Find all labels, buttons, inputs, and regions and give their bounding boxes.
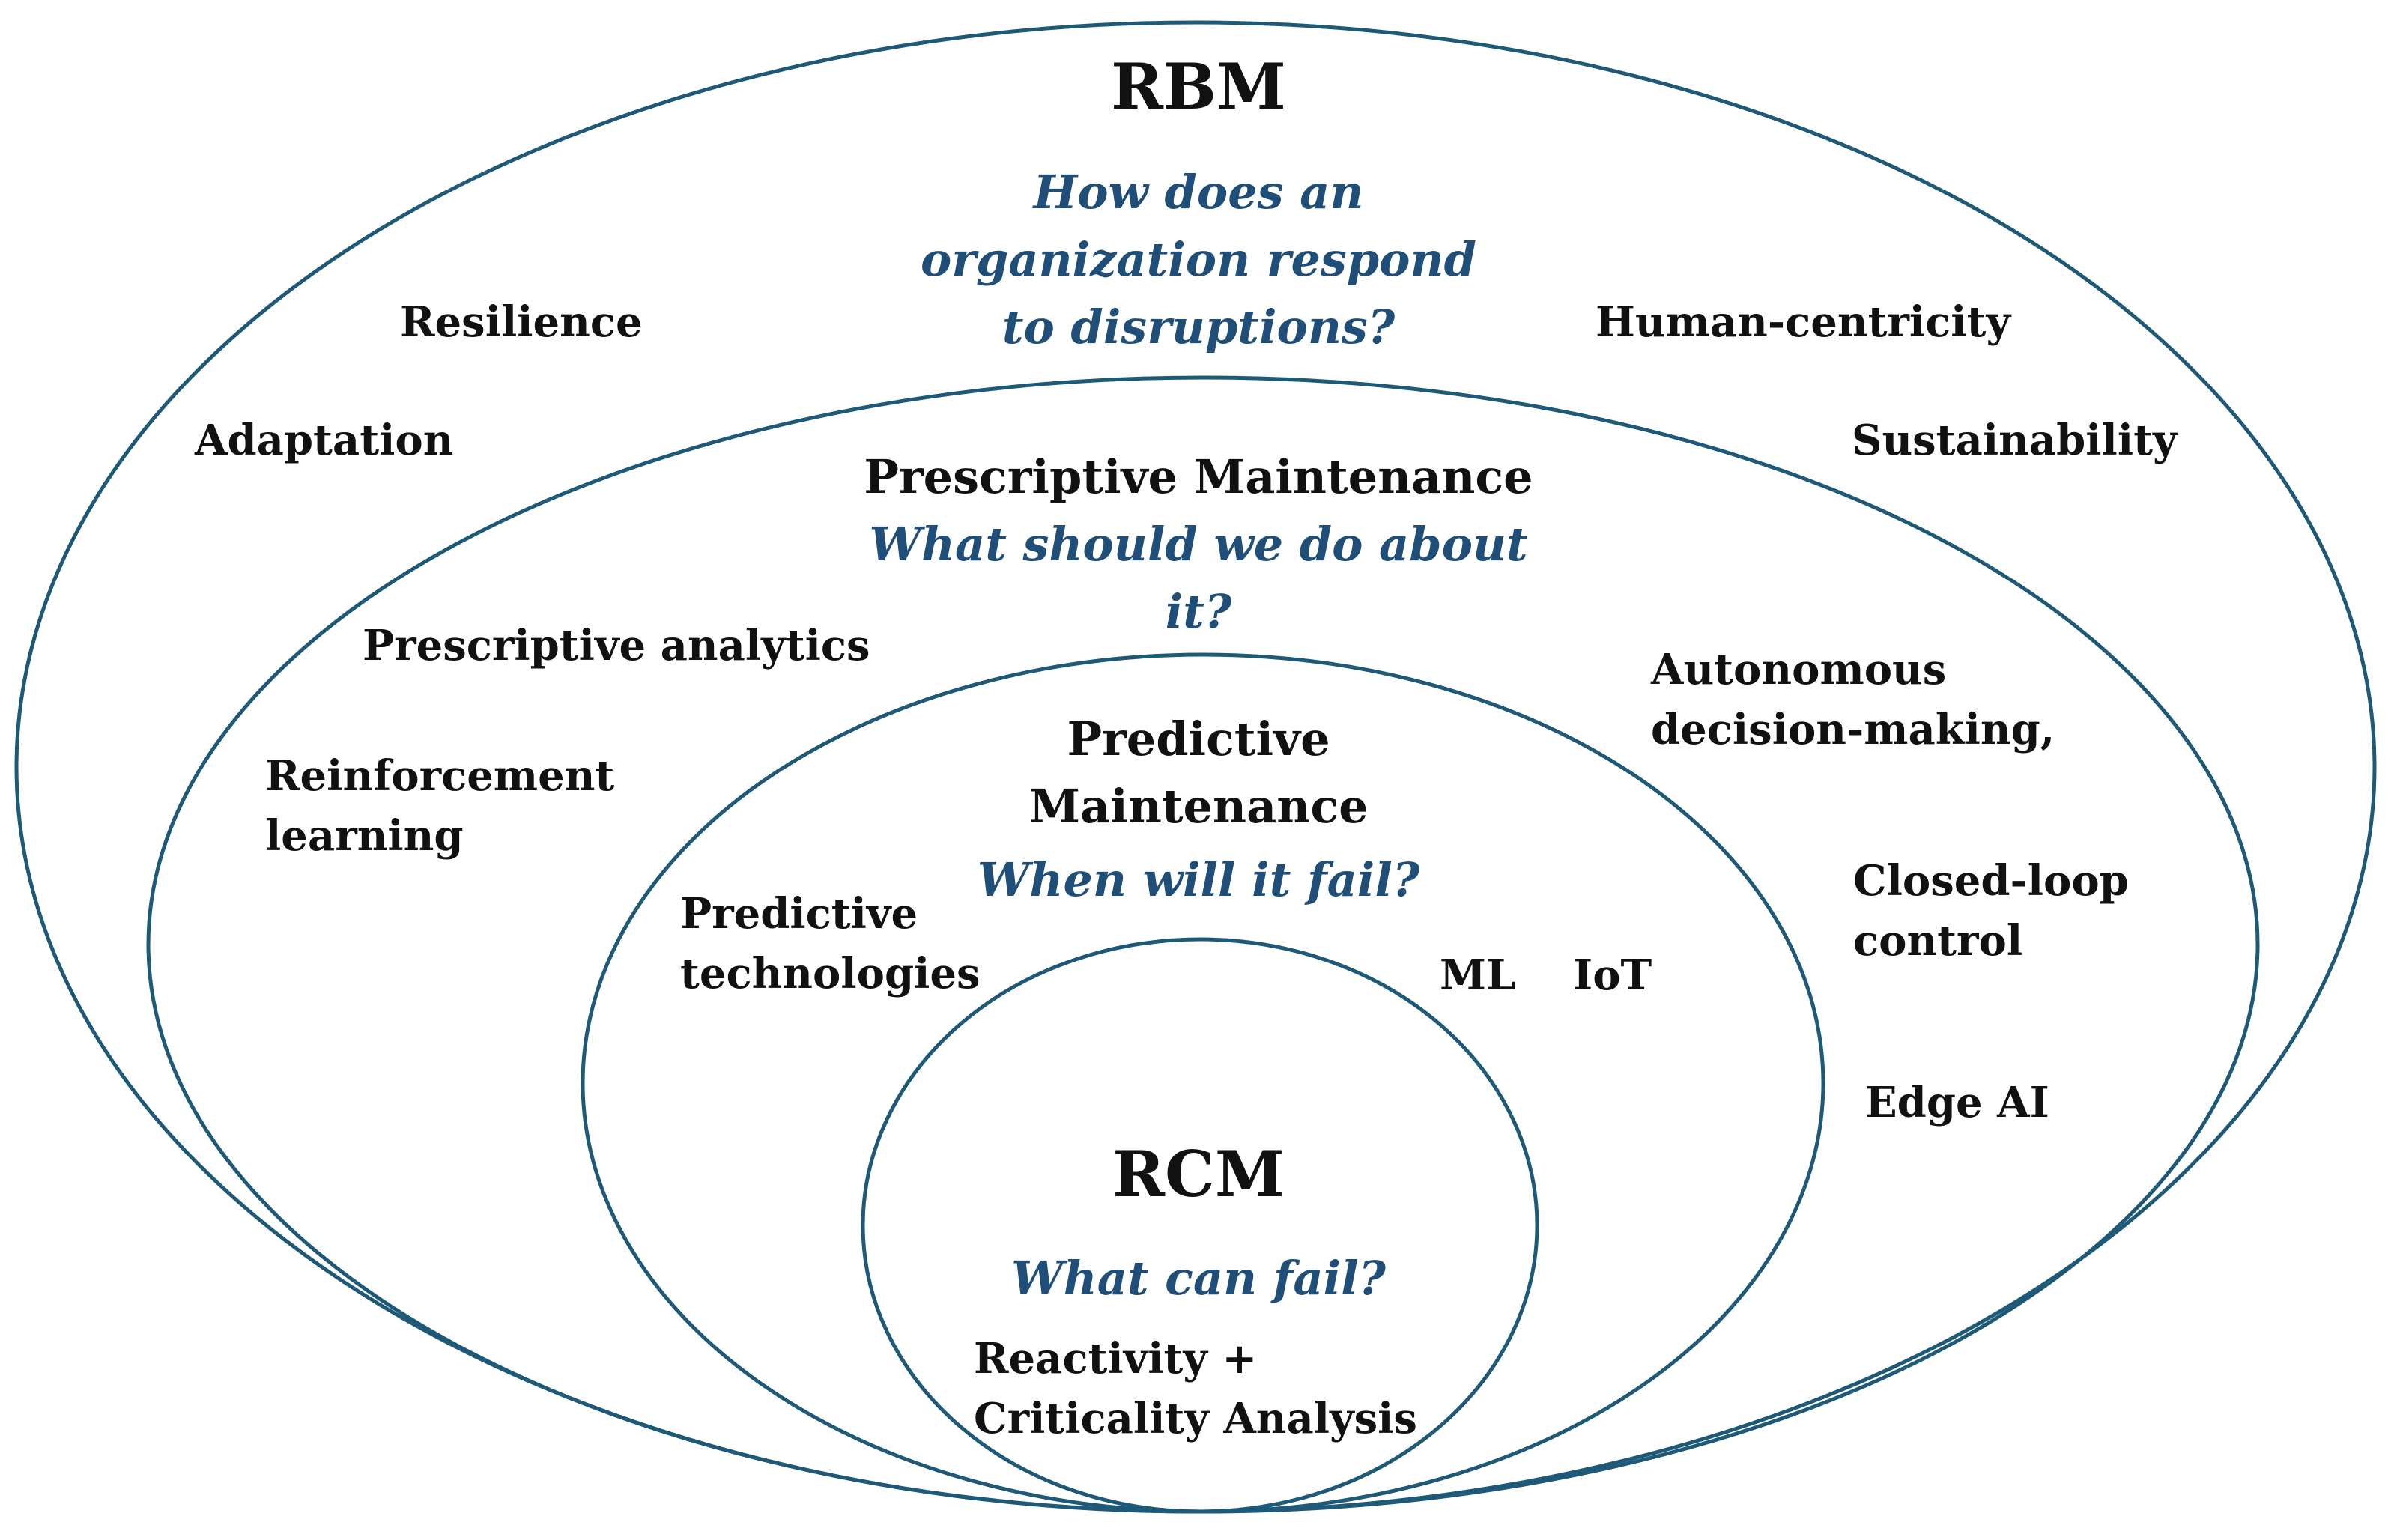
keyword-sustainability: Sustainability	[1852, 416, 2178, 465]
keyword-reactivity-criticality: Reactivity + Criticality Analysis	[974, 1329, 1417, 1449]
predictive-title-line-2: Maintenance	[1028, 779, 1369, 834]
reinforcement-learning-line-2: learning	[265, 811, 464, 861]
closed-loop-line-1: Closed-loop	[1853, 856, 2129, 906]
reinforcement-learning-line-1: Reinforcement	[265, 751, 615, 801]
rbm-title: RBM	[1111, 49, 1286, 124]
predictive-title: Predictive Maintenance	[899, 706, 1498, 840]
keyword-prescriptive-analytics: Prescriptive analytics	[363, 621, 870, 670]
prescriptive-question: What should we do about it?	[824, 511, 1573, 646]
autonomous-line-2: decision-making,	[1651, 705, 2055, 754]
keyword-iot: IoT	[1573, 951, 1652, 1000]
keyword-predictive-technologies: Predictive technologies	[680, 884, 981, 1004]
rcm-title: RCM	[1112, 1137, 1285, 1211]
autonomous-line-1: Autonomous	[1651, 645, 1947, 694]
keyword-reinforcement-learning: Reinforcement learning	[265, 746, 614, 866]
rcm-ellipse	[861, 937, 1539, 1514]
rbm-question: How does an organization respond to disr…	[824, 159, 1573, 361]
predictive-technologies-line-1: Predictive	[680, 889, 918, 939]
reactivity-line-2: Criticality Analysis	[974, 1394, 1417, 1443]
predictive-technologies-line-2: technologies	[680, 949, 981, 998]
keyword-resilience: Resilience	[400, 297, 643, 347]
rbm-question-line-3: to disruptions?	[1001, 300, 1396, 354]
keyword-ml: ML	[1440, 951, 1516, 1000]
rbm-question-line-2: organization respond	[921, 232, 1476, 287]
predictive-question: When will it fail?	[977, 852, 1420, 907]
predictive-title-line-1: Predictive	[1067, 712, 1330, 766]
prescriptive-question-line-1: What should we do about	[869, 517, 1528, 572]
rcm-question: What can fail?	[1011, 1251, 1386, 1306]
prescriptive-question-line-2: it?	[1165, 584, 1232, 639]
keyword-human-centricity: Human-centricity	[1596, 297, 2010, 347]
reactivity-line-1: Reactivity +	[974, 1334, 1258, 1383]
prescriptive-title: Prescriptive Maintenance	[864, 449, 1533, 504]
keyword-autonomous-decision-making: Autonomous decision-making,	[1651, 640, 2055, 760]
closed-loop-line-2: control	[1853, 916, 2023, 965]
rbm-question-line-1: How does an	[1033, 165, 1364, 219]
keyword-edge-ai: Edge AI	[1865, 1078, 2049, 1127]
keyword-closed-loop-control: Closed-loop control	[1853, 851, 2129, 971]
keyword-adaptation: Adaptation	[195, 416, 454, 465]
